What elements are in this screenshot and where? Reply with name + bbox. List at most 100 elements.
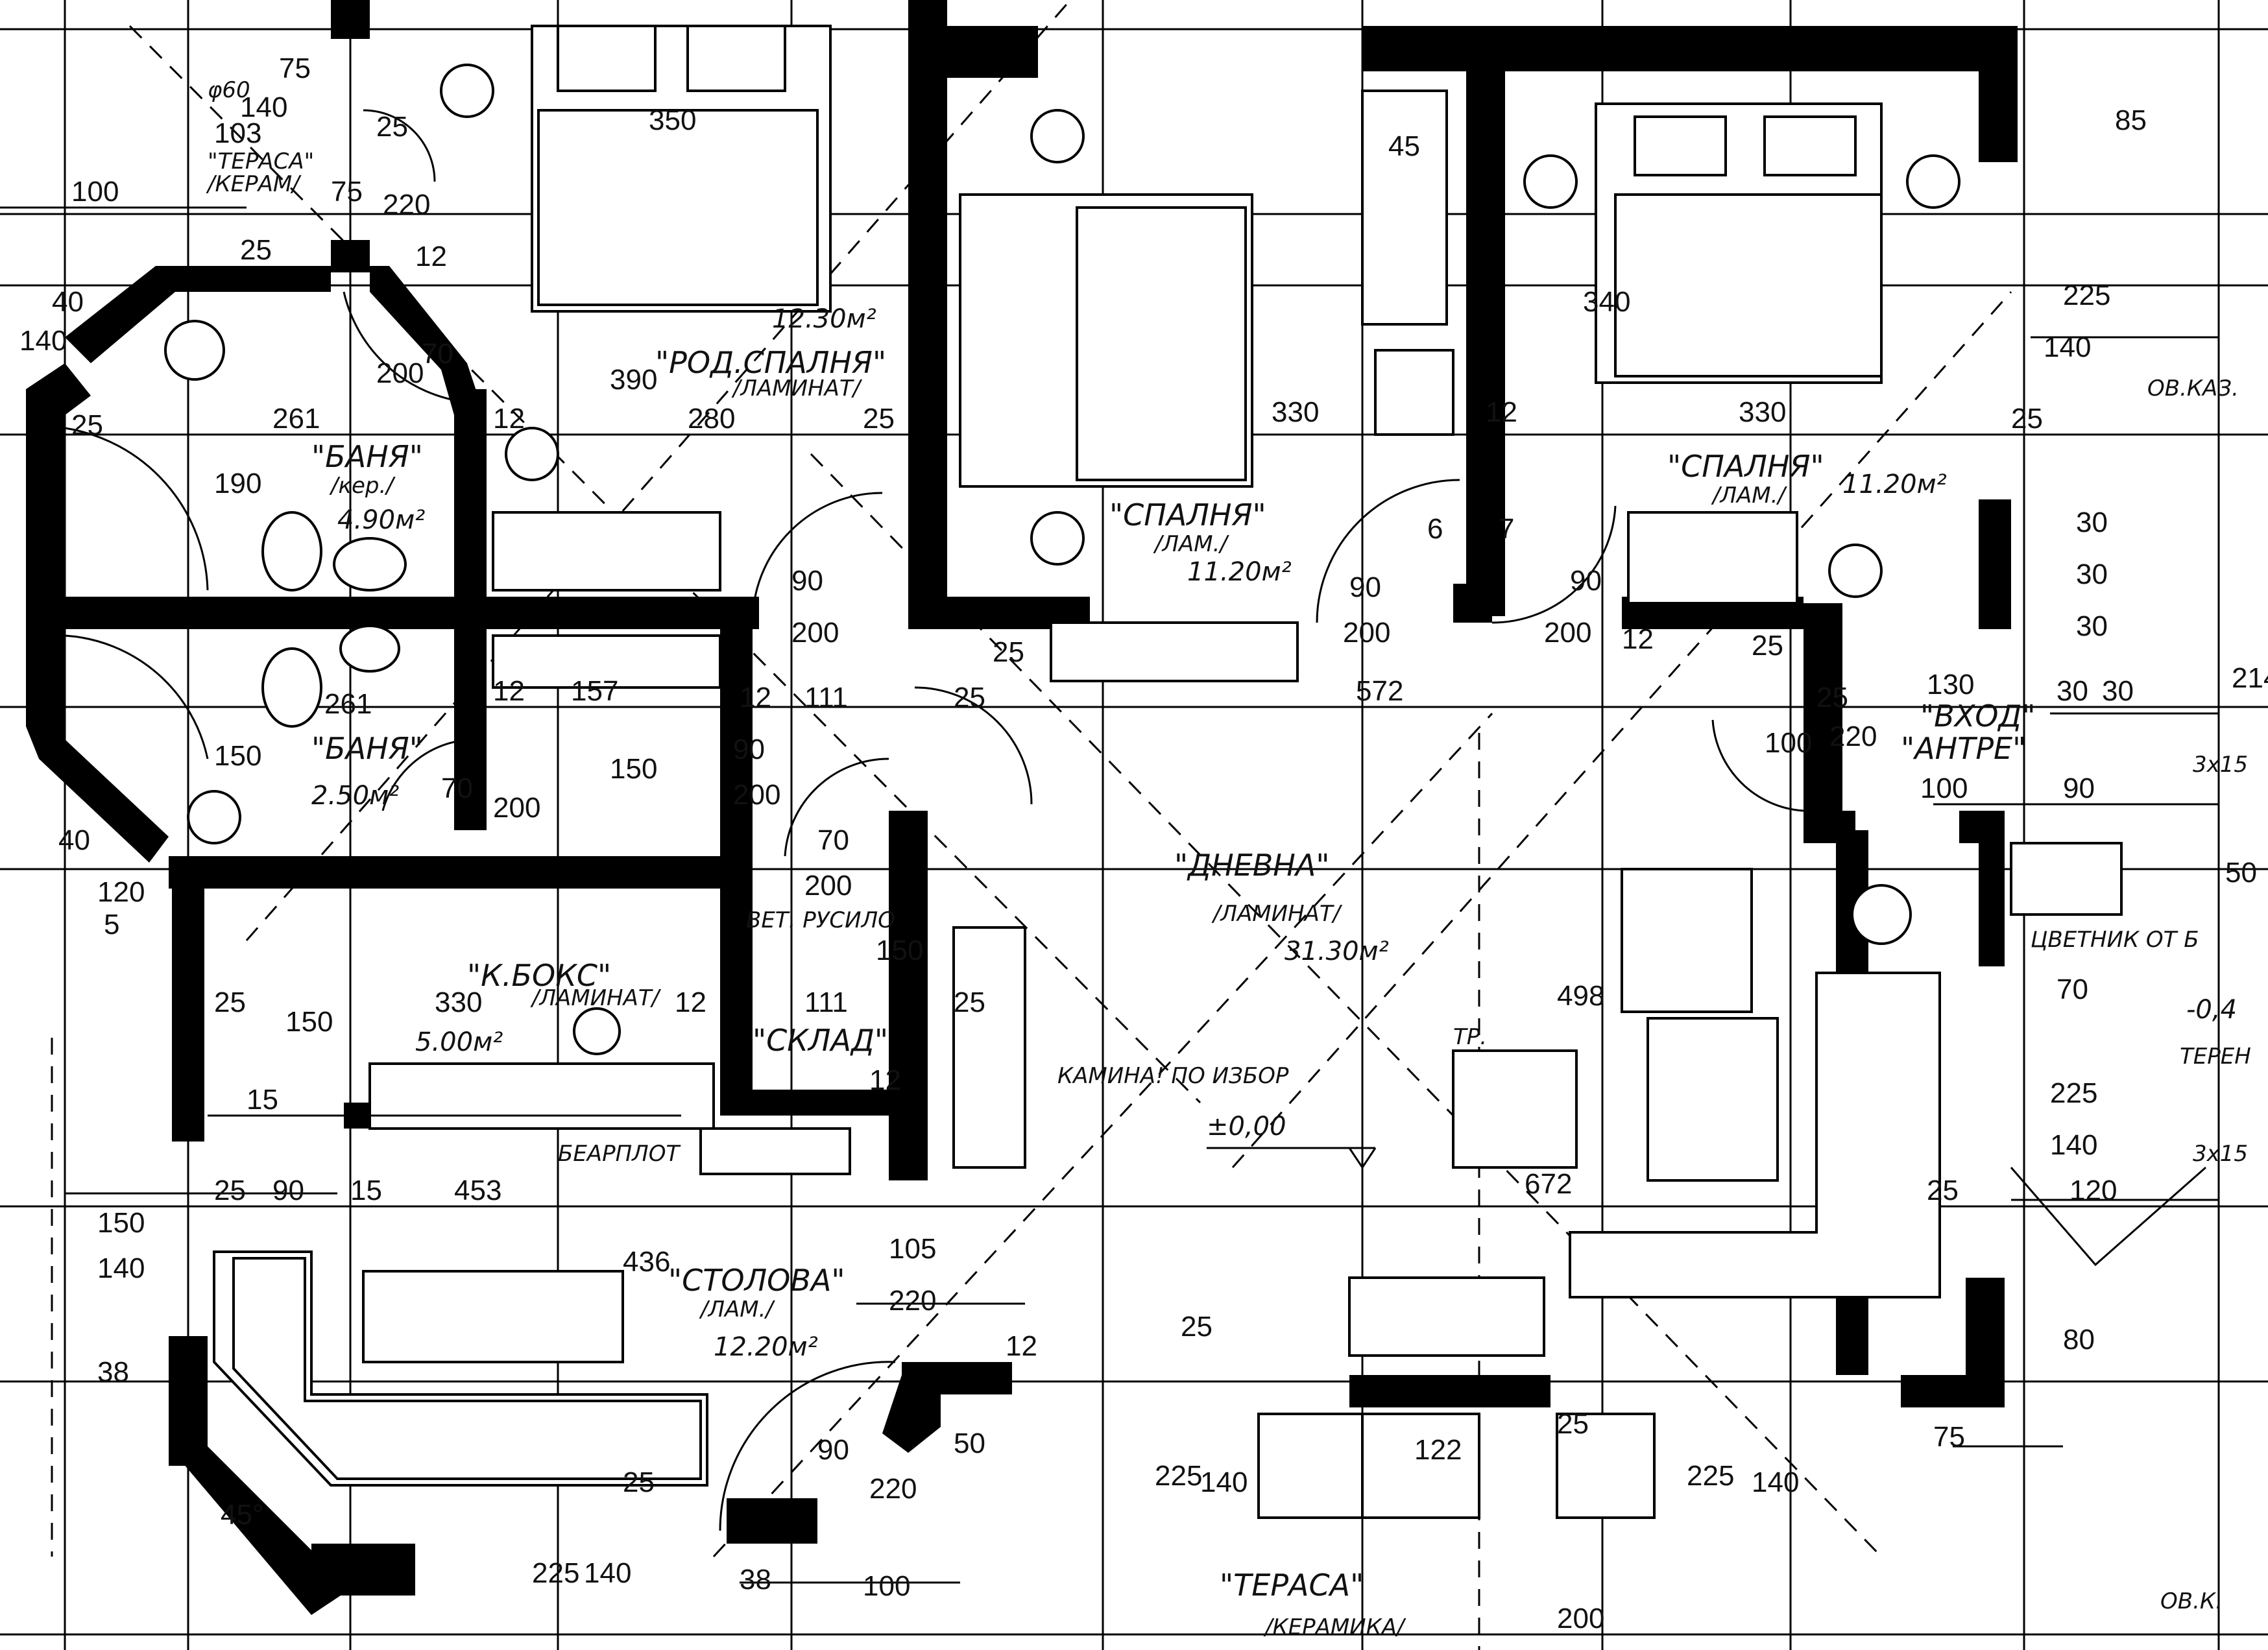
dim-label: 70 bbox=[422, 338, 453, 370]
dim-label: 30 bbox=[2076, 507, 2108, 538]
dim-label: 225 bbox=[1155, 1460, 1202, 1492]
dim-label: 140 bbox=[1752, 1466, 1799, 1498]
dim-label: 75 bbox=[331, 176, 363, 208]
bar-note: БЕАРПЛОТ bbox=[558, 1141, 681, 1167]
bedroom-right-finish: /ЛАМ./ bbox=[1711, 483, 1787, 508]
dim-label: 390 bbox=[610, 364, 657, 396]
dim-label: 150 bbox=[97, 1207, 145, 1239]
dim-label: 85 bbox=[2115, 104, 2147, 136]
dim-label: 157 bbox=[571, 675, 618, 707]
entry-name: "ВХОД" bbox=[1920, 699, 2036, 734]
tr-note: ТР. bbox=[1453, 1024, 1487, 1050]
dim-label: 100 bbox=[1920, 772, 1968, 804]
dim-label: 261 bbox=[324, 688, 372, 720]
bedroom-parents-name: "РОД.СПАЛНЯ" bbox=[655, 345, 886, 380]
dim-label: 200 bbox=[804, 870, 852, 902]
dim-label: 25 bbox=[863, 403, 895, 435]
dim-label: 330 bbox=[1739, 396, 1786, 428]
dim-label: 90 bbox=[2063, 772, 2095, 804]
level-value: ±0,00 bbox=[1207, 1112, 1286, 1142]
dimension-labels: 75 140 103 100 25 220 75 25 12 350 390 2… bbox=[19, 53, 2268, 1634]
dim-label: 45 bbox=[1388, 130, 1420, 162]
dim-label: 200 bbox=[1544, 617, 1591, 649]
entry-sub: "АНТРЕ" bbox=[1901, 731, 2026, 766]
dim-label: 140 bbox=[97, 1252, 145, 1284]
dim-label: 25 bbox=[1927, 1175, 1959, 1206]
bedroom-right-name: "СПАЛНЯ" bbox=[1667, 449, 1824, 484]
stair2-note: 3x15 bbox=[2193, 1141, 2248, 1167]
dim-label: 150 bbox=[610, 753, 657, 785]
bedroom-middle-name: "СПАЛНЯ" bbox=[1109, 497, 1266, 532]
door-swings bbox=[64, 109, 1804, 1531]
dim-label: 90 bbox=[1570, 565, 1602, 597]
phi-note: φ60 bbox=[208, 77, 250, 103]
dim-label: 220 bbox=[889, 1285, 936, 1317]
dining-name: "СТОЛОВА" bbox=[668, 1263, 845, 1298]
bath2-area: 2.50м² bbox=[311, 781, 399, 811]
dim-label: 6 bbox=[1427, 513, 1443, 545]
walls bbox=[26, 0, 2018, 1615]
dim-label: 225 bbox=[2063, 280, 2110, 311]
dim-label: 90 bbox=[272, 1175, 304, 1206]
bath1-name: "БАНЯ" bbox=[311, 439, 423, 474]
dim-label: 111 bbox=[804, 986, 848, 1018]
dim-label: 5 bbox=[104, 909, 119, 940]
level-zero: -0,4 bbox=[2186, 995, 2237, 1025]
dim-label: 30 bbox=[2057, 675, 2088, 707]
dim-label: 140 bbox=[1200, 1466, 1248, 1498]
dim-label: 120 bbox=[2069, 1175, 2117, 1206]
dim-label: 150 bbox=[285, 1006, 333, 1038]
dim-label: 40 bbox=[58, 824, 90, 856]
dim-label: 90 bbox=[1349, 571, 1381, 603]
dim-label: 350 bbox=[649, 104, 696, 136]
dim-label: 261 bbox=[272, 403, 320, 435]
dim-label: 100 bbox=[863, 1570, 910, 1602]
dim-label: 103 bbox=[214, 117, 261, 149]
dim-label: 25 bbox=[71, 409, 103, 441]
bed-middle bbox=[959, 193, 1253, 488]
terrace-main-name: "ТЕРАСА" bbox=[1220, 1568, 1364, 1603]
terrace-small-name: "ТЕРАСА" bbox=[208, 149, 314, 174]
dim-label: 225 bbox=[532, 1557, 579, 1589]
dining-finish: /ЛАМ./ bbox=[699, 1297, 775, 1322]
dim-label: 25 bbox=[1752, 630, 1783, 662]
dim-label: 30 bbox=[2076, 610, 2108, 642]
dim-label: 111 bbox=[804, 682, 848, 713]
kitchen-finish: /ЛАМИНАТ/ bbox=[530, 985, 662, 1011]
dim-label: 38 bbox=[97, 1356, 129, 1388]
dim-label: 90 bbox=[791, 565, 823, 597]
dim-label: 200 bbox=[733, 779, 780, 811]
dim-label: 25 bbox=[1181, 1311, 1212, 1343]
dim-label: 12 bbox=[1006, 1330, 1037, 1362]
flower-box-note: ЦВЕТНИК ОТ Б bbox=[2031, 927, 2199, 953]
dim-label: 200 bbox=[376, 357, 424, 389]
dim-label: 436 bbox=[623, 1246, 670, 1278]
bedroom-middle-finish: /ЛАМ./ bbox=[1153, 531, 1229, 557]
dim-label: 140 bbox=[584, 1557, 631, 1589]
terrace-small-finish: /КЕРАМ/ bbox=[206, 171, 302, 197]
dim-label: 12 bbox=[415, 241, 447, 272]
dim-label: 70 bbox=[817, 824, 849, 856]
dim-label: 330 bbox=[1272, 396, 1319, 428]
bath1-area: 4.90м² bbox=[337, 505, 425, 535]
dim-label: 15 bbox=[350, 1175, 382, 1206]
dim-label: 70 bbox=[441, 772, 473, 804]
bedroom-parents-finish: /ЛАМИНАТ/ bbox=[731, 376, 863, 401]
dim-label: 12 bbox=[675, 986, 706, 1018]
dim-label: 12 bbox=[493, 403, 525, 435]
dim-label: 280 bbox=[688, 403, 735, 435]
bedroom-parents-area: 12.30м² bbox=[772, 304, 876, 334]
dim-label: 30 bbox=[2076, 558, 2108, 590]
dim-label: 70 bbox=[2057, 974, 2088, 1005]
dim-label: 150 bbox=[876, 935, 923, 966]
dim-label: 200 bbox=[1557, 1603, 1604, 1634]
dim-label: 100 bbox=[1765, 727, 1812, 759]
dim-label: 40 bbox=[52, 286, 84, 318]
dim-label: 25 bbox=[623, 1466, 655, 1498]
dim-label: 45° bbox=[221, 1499, 264, 1531]
dim-label: 190 bbox=[214, 468, 261, 499]
fireplace-note: КАМИНА! ПО ИЗБОР bbox=[1057, 1063, 1289, 1089]
dim-label: 38 bbox=[740, 1564, 771, 1596]
dim-label: 25 bbox=[993, 636, 1024, 668]
living-finish: /ЛАМИНАТ/ bbox=[1211, 901, 1343, 927]
